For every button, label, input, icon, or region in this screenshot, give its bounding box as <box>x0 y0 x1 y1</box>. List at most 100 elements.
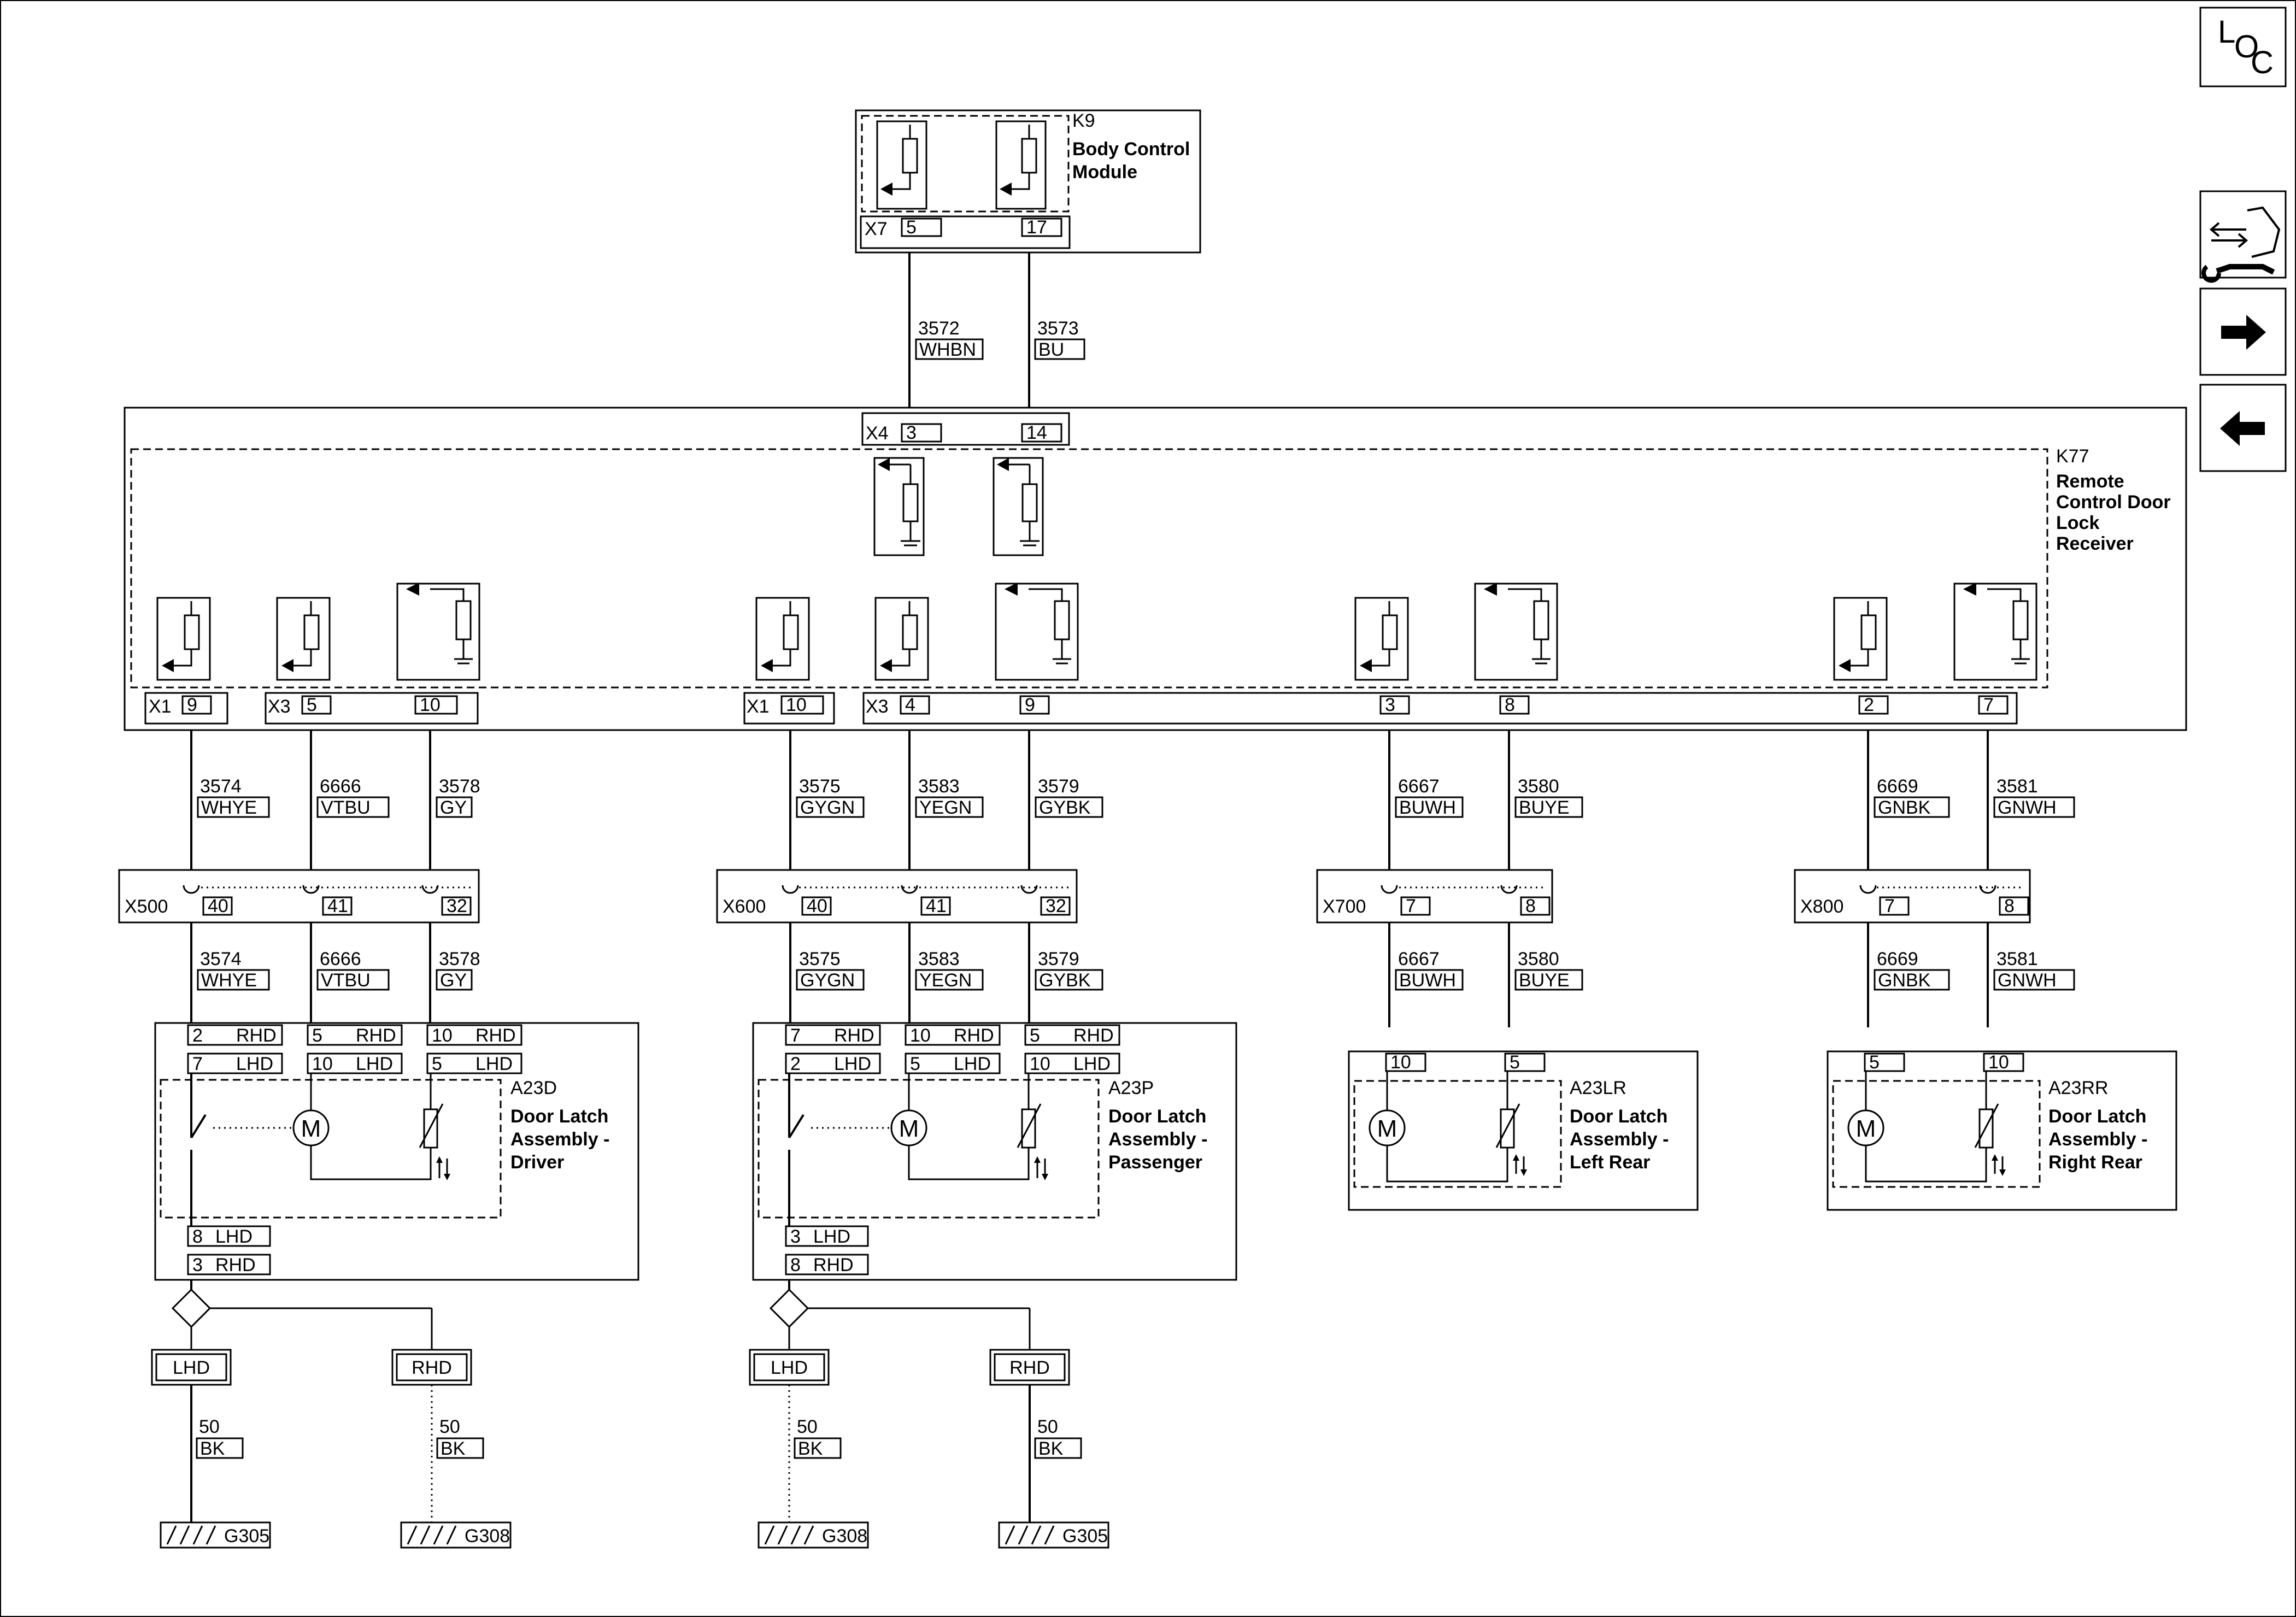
k77-pin-7: 8 <box>1505 695 1515 715</box>
a23p-pin-box-0-0 <box>785 1024 881 1046</box>
k77-input-resistor-1 <box>1021 483 1038 522</box>
a23lr-sensor-diag <box>1495 1103 1520 1148</box>
inline-connector-frame-0 <box>118 869 480 924</box>
k77-pin-5-box <box>1019 695 1050 715</box>
k77-x1-name-a: X1 <box>149 696 172 717</box>
inline-connector-frame-2 <box>1316 869 1553 924</box>
a23lr-sensor-arrowheads <box>1513 1154 1527 1176</box>
k77-sense-path-7 <box>1508 588 1551 665</box>
a23d-pin-num-0-2: 10 <box>432 1025 453 1046</box>
k77-sense-resistor-5 <box>1054 600 1070 640</box>
k77-x4-name: X4 <box>866 423 889 444</box>
lower-wire-6-color: BUWH <box>1399 970 1456 991</box>
loc-button[interactable]: L O C <box>2199 7 2287 87</box>
inline-socket-8 <box>1859 885 1877 894</box>
upper-wire-6-color: BUWH <box>1399 797 1456 818</box>
a23lr-pin-0-box <box>1385 1052 1426 1072</box>
a23d-bottom-pin-num-1: 3 <box>192 1255 203 1275</box>
car-wrench-icon <box>2201 206 2281 283</box>
k77-driver-cell-1 <box>276 597 331 681</box>
a23lr-name-line-0: Door Latch <box>1570 1106 1667 1127</box>
inline-pin-7: 8 <box>1525 896 1536 916</box>
upper-wire-5-color: GYBK <box>1039 797 1091 818</box>
lower-wire-9-color: GNWH <box>1998 970 2057 991</box>
a23p-bottom-pin-variant-0: LHD <box>813 1226 850 1247</box>
inline-socket-5 <box>1020 885 1038 894</box>
a23p-pin-num-1-0: 2 <box>790 1054 801 1074</box>
k77-x1-name-b: X1 <box>747 696 770 717</box>
a23d-bottom-pin-box-0 <box>187 1225 271 1247</box>
a23d-branch-diamond <box>171 1288 212 1328</box>
a23d-pin-box-0-2 <box>426 1024 522 1046</box>
a23lr-internal-dashed <box>1353 1080 1562 1188</box>
k77-driver-arrow-0 <box>162 659 174 672</box>
wire-3573-color: BU <box>1038 339 1064 360</box>
k77-driver-resistor-1 <box>303 614 320 650</box>
inline-pin-4-box <box>920 896 951 916</box>
k9-ref-label: K9 <box>1072 110 1095 131</box>
next-page-button[interactable] <box>2199 287 2287 376</box>
k77-driver-resistor-3 <box>783 614 799 650</box>
a23lr-pin-0: 10 <box>1390 1052 1411 1073</box>
upper-wire-4-number: 3583 <box>918 776 960 797</box>
a23d-motor-label: M <box>301 1115 321 1142</box>
inline-socket-0 <box>183 885 200 894</box>
ground-wire-color-box-2 <box>794 1437 842 1459</box>
k77-driver-cell-3 <box>755 597 810 681</box>
k77-x4-pin-14: 14 <box>1026 422 1047 443</box>
k9-driver-resistor-0 <box>902 138 918 174</box>
upper-wire-8-number: 6669 <box>1877 776 1918 797</box>
inline-pin-8: 7 <box>1884 896 1895 916</box>
lower-wire-8-color-box <box>1874 969 1950 991</box>
k77-x3-name-b: X3 <box>866 696 889 717</box>
a23p-pin-num-0-2: 5 <box>1030 1025 1040 1046</box>
k77-sense-resistor-2 <box>455 600 472 640</box>
loc-l: L <box>2218 14 2235 50</box>
wire-3573-number: 3573 <box>1037 318 1079 339</box>
lower-wire-4-color-box <box>915 969 984 991</box>
ground-wire-number-0: 50 <box>199 1416 220 1437</box>
upper-wire-6-color-box <box>1395 796 1464 818</box>
a23rr-frame <box>1827 1050 2177 1211</box>
k77-pin-6: 3 <box>1385 695 1395 715</box>
inline-pin-2-box <box>441 896 472 916</box>
ground-wire-color-0: BK <box>200 1438 225 1459</box>
a23d-pin-num-0-0: 2 <box>192 1025 203 1046</box>
upper-wire-6-number: 6667 <box>1398 776 1440 797</box>
k77-input-arrow-1 <box>997 458 1009 471</box>
a23p-name-line-0: Door Latch <box>1108 1106 1206 1127</box>
upper-wire-3-color: GYGN <box>800 797 855 818</box>
k77-pin-5: 9 <box>1025 695 1035 715</box>
shape-layer <box>118 109 2187 1549</box>
a23p-switch-blade <box>788 1114 805 1139</box>
k77-input-resistor-0 <box>902 483 919 522</box>
k77-pin-2: 10 <box>420 695 441 715</box>
arrow-left-icon <box>2220 411 2265 446</box>
upper-wire-9-color: GNWH <box>1998 797 2057 818</box>
a23p-sensor-arrowheads <box>1034 1156 1048 1180</box>
a23d-pin-num-1-2: 5 <box>432 1054 442 1074</box>
k77-pin-8: 2 <box>1864 695 1874 715</box>
inline-pin-0: 40 <box>208 896 228 916</box>
a23d-name-line-1: Assembly - <box>510 1129 609 1150</box>
upper-wire-5-color-box <box>1035 796 1103 818</box>
inline-pin-7-box <box>1520 896 1551 916</box>
k77-ref-label: K77 <box>2056 446 2089 467</box>
k77-name-line-2: Lock <box>2056 513 2099 533</box>
lower-wire-5-number: 3579 <box>1038 949 1079 969</box>
k77-sense-path-5 <box>1029 588 1071 665</box>
inline-socket-6 <box>1381 885 1398 894</box>
inline-pin-4: 41 <box>926 896 947 916</box>
inline-pin-3-box <box>801 896 832 916</box>
previous-page-button[interactable] <box>2199 384 2287 472</box>
a23p-pin-num-0-0: 7 <box>790 1025 801 1046</box>
variant-label-3: RHD <box>1009 1357 1050 1378</box>
upper-wire-0-color-box <box>197 796 270 818</box>
component-locator-button[interactable] <box>2199 190 2287 283</box>
k77-pin-0-box <box>181 695 212 715</box>
a23d-pin-variant-1-0: LHD <box>236 1054 273 1074</box>
lower-wire-8-number: 6669 <box>1877 949 1918 969</box>
variant-inner-1 <box>396 1353 468 1381</box>
a23p-bottom-pin-num-1: 8 <box>790 1255 801 1275</box>
